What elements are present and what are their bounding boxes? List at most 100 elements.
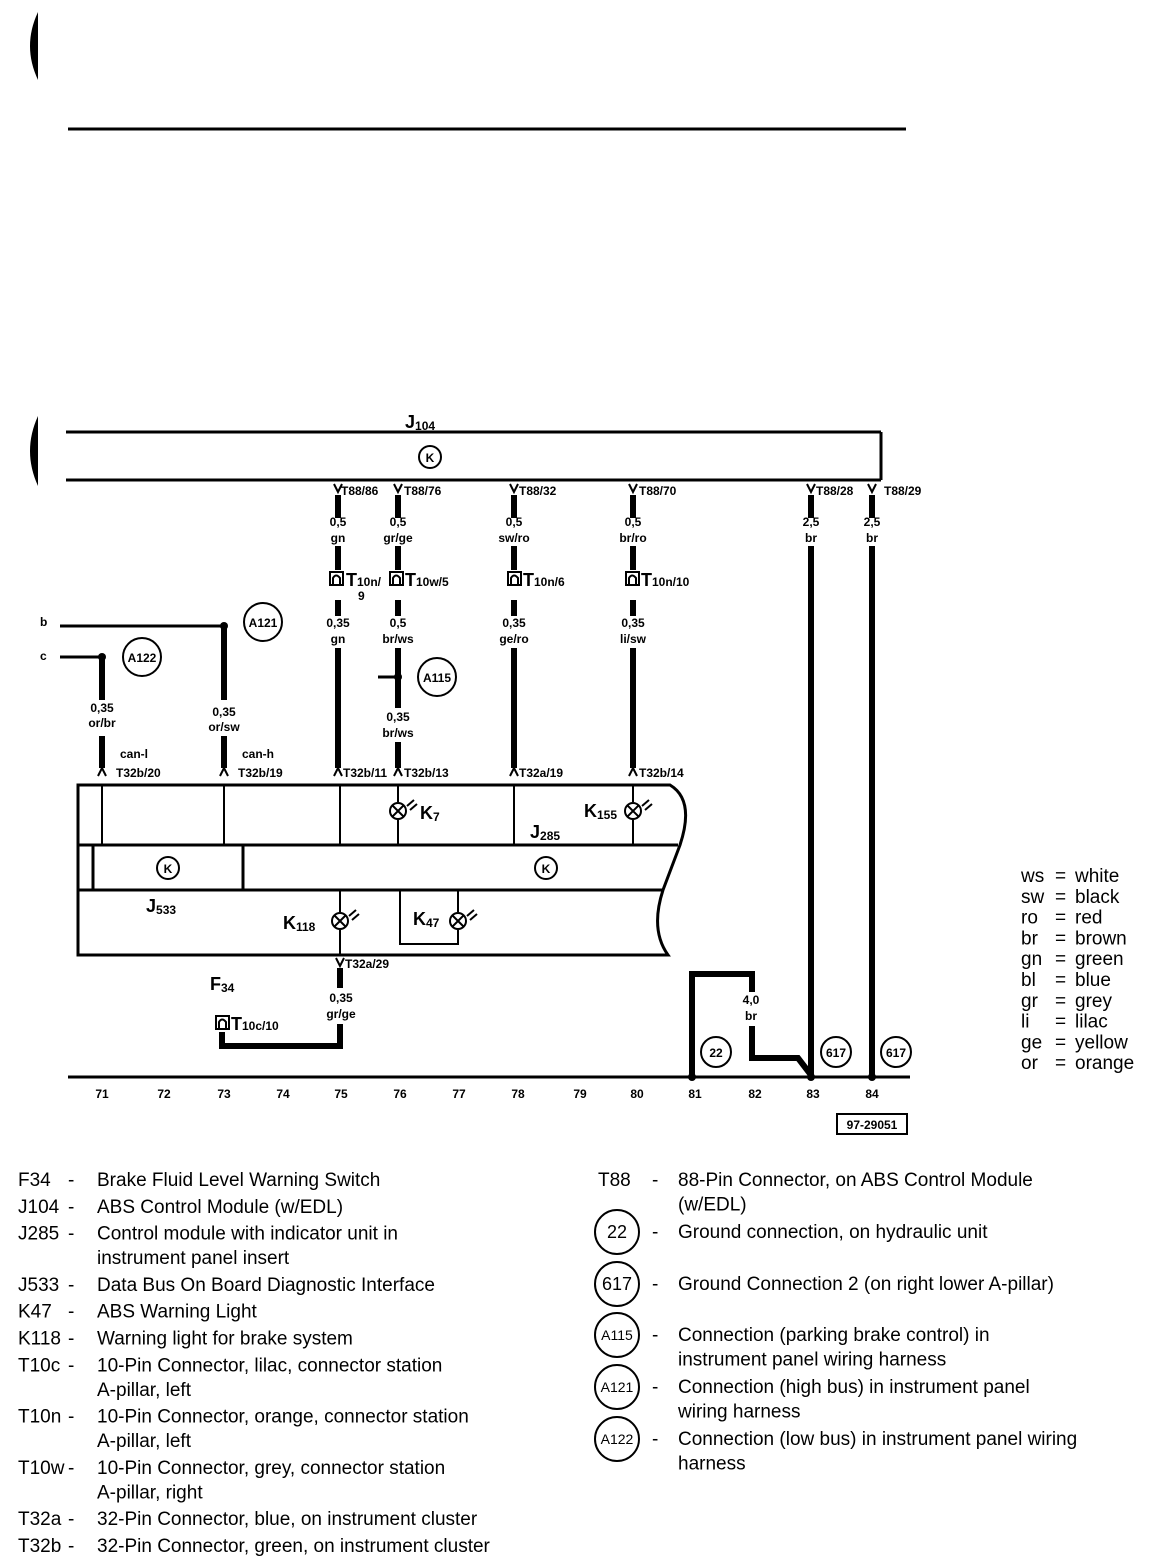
color-legend-item: sw=black [1021, 887, 1120, 908]
key-description: Connection (parking brake control) in [678, 1325, 990, 1346]
k-symbol-j104 [418, 445, 442, 469]
key-description: ABS Warning Light [97, 1302, 258, 1323]
svg-text:81: 81 [688, 1087, 702, 1101]
svg-text:84: 84 [865, 1087, 879, 1101]
svg-text:K: K [164, 862, 173, 876]
k7-lamp: K7 [389, 799, 440, 824]
svg-text:gn: gn [331, 632, 346, 646]
key-entry: F34- Brake Fluid Level Warning Switch [18, 1170, 380, 1191]
svg-text:br/ro: br/ro [619, 531, 646, 545]
svg-text:br/ws: br/ws [382, 632, 414, 646]
color-legend-item: gn=green [1021, 949, 1124, 970]
page-marker-mid [30, 416, 38, 486]
svg-text:78: 78 [511, 1087, 525, 1101]
key-description: Control module with indicator unit in [97, 1224, 398, 1245]
bottom-numbers: 71 72 73 74 75 76 77 78 79 80 81 82 83 8… [95, 1087, 879, 1101]
color-name: blue [1075, 970, 1111, 991]
svg-text:T32b/14: T32b/14 [639, 766, 684, 780]
key-code: 617 [602, 1274, 632, 1294]
svg-text:ge/ro: ge/ro [499, 632, 528, 646]
key-code: F34 [18, 1170, 51, 1191]
pin-t88-76: T88/76 [404, 484, 442, 498]
svg-text:77: 77 [452, 1087, 466, 1101]
key-dash: - [68, 1536, 74, 1557]
wires-upper [335, 495, 875, 1075]
svg-text:0,35: 0,35 [386, 710, 410, 724]
key-entry: T88-88-Pin Connector, on ABS Control Mod… [598, 1170, 1033, 1216]
key-dash: - [68, 1170, 74, 1191]
svg-text:K47: K47 [413, 909, 440, 930]
svg-text:0,5: 0,5 [390, 616, 407, 630]
key-description: A-pillar, left [97, 1431, 192, 1452]
component-key-left: F34-Brake Fluid Level Warning SwitchJ104… [18, 1170, 491, 1557]
key-code: T32b [18, 1536, 61, 1557]
svg-text:br: br [745, 1009, 757, 1023]
key-entry: A115-Connection (parking brake control) … [594, 1312, 990, 1371]
a115-circle: A115 [417, 657, 457, 697]
color-code: ge [1021, 1032, 1042, 1053]
color-equals: = [1055, 908, 1066, 929]
svg-text:97-29051: 97-29051 [847, 1118, 898, 1132]
key-entry: 617-Ground Connection 2 (on right lower … [594, 1261, 1054, 1307]
color-legend-item: gr=grey [1021, 991, 1112, 1012]
color-code: sw [1021, 887, 1045, 908]
instrument-cluster: K K J285 J533 [76, 783, 688, 957]
key-dash: - [68, 1329, 74, 1350]
color-name: orange [1075, 1053, 1134, 1074]
key-entry: T10n-10-Pin Connector, orange, connector… [18, 1407, 469, 1453]
connector-t10n-6: T10n/6 [523, 570, 565, 590]
key-description: Warning light for brake system [97, 1329, 353, 1350]
svg-text:K: K [542, 862, 551, 876]
key-description: Brake Fluid Level Warning Switch [97, 1170, 380, 1191]
key-dash: - [652, 1377, 658, 1398]
key-dash: - [652, 1170, 658, 1191]
key-description: instrument panel wiring harness [678, 1350, 946, 1371]
color-legend-item: li=lilac [1021, 1012, 1108, 1033]
svg-text:73: 73 [217, 1087, 231, 1101]
color-equals: = [1055, 1053, 1066, 1074]
svg-text:2,5: 2,5 [864, 515, 881, 529]
color-name: grey [1075, 991, 1112, 1012]
key-description: Ground Connection 2 (on right lower A-pi… [678, 1274, 1054, 1295]
svg-text:2,5: 2,5 [803, 515, 820, 529]
color-equals: = [1055, 866, 1066, 887]
color-equals: = [1055, 970, 1066, 991]
color-legend-item: ws=white [1020, 866, 1119, 887]
key-description: Connection (low bus) in instrument panel… [678, 1429, 1077, 1450]
key-entry: T32b-32-Pin Connector, green, on instrum… [18, 1536, 491, 1557]
pin-t88-86: T88/86 [341, 484, 379, 498]
key-entry: T32a-32-Pin Connector, blue, on instrume… [18, 1509, 478, 1530]
svg-text:can-l: can-l [120, 747, 148, 761]
svg-text:76: 76 [393, 1087, 407, 1101]
svg-text:0,35: 0,35 [90, 701, 114, 715]
color-equals: = [1055, 1032, 1066, 1053]
key-code: T32a [18, 1509, 62, 1530]
key-code: J104 [18, 1197, 60, 1218]
key-dash: - [68, 1302, 74, 1323]
color-legend-item: bl = blue [1021, 970, 1111, 991]
key-dash: - [652, 1274, 658, 1295]
color-code: bl [1021, 970, 1036, 991]
key-dash: - [68, 1407, 74, 1428]
key-dash: - [652, 1222, 658, 1243]
svg-text:li/sw: li/sw [620, 632, 647, 646]
key-entry: T10w-10-Pin Connector, grey, connector s… [18, 1458, 445, 1504]
svg-text:T32b/11: T32b/11 [343, 766, 387, 780]
key-code: T10c [18, 1355, 60, 1376]
pin-arrows-top [333, 483, 877, 495]
pin-t88-70: T88/70 [639, 484, 677, 498]
color-code: gr [1021, 991, 1039, 1012]
key-description: ABS Control Module (w/EDL) [97, 1197, 343, 1218]
connector-t10n-10: T10n/10 [641, 570, 690, 590]
key-entry: T10c-10-Pin Connector, lilac, connector … [18, 1355, 442, 1401]
f34-label: F34 [210, 974, 235, 995]
key-code: T88 [598, 1170, 631, 1191]
svg-text:gr/ge: gr/ge [326, 1007, 356, 1021]
svg-text:gn: gn [331, 531, 346, 545]
key-description: 10-Pin Connector, lilac, connector stati… [97, 1355, 442, 1376]
bus-lines: b c 0,35 or/br 0,35 or/sw [40, 615, 240, 768]
key-description: Data Bus On Board Diagnostic Interface [97, 1275, 435, 1296]
color-equals: = [1055, 928, 1066, 949]
svg-text:0,5: 0,5 [625, 515, 642, 529]
